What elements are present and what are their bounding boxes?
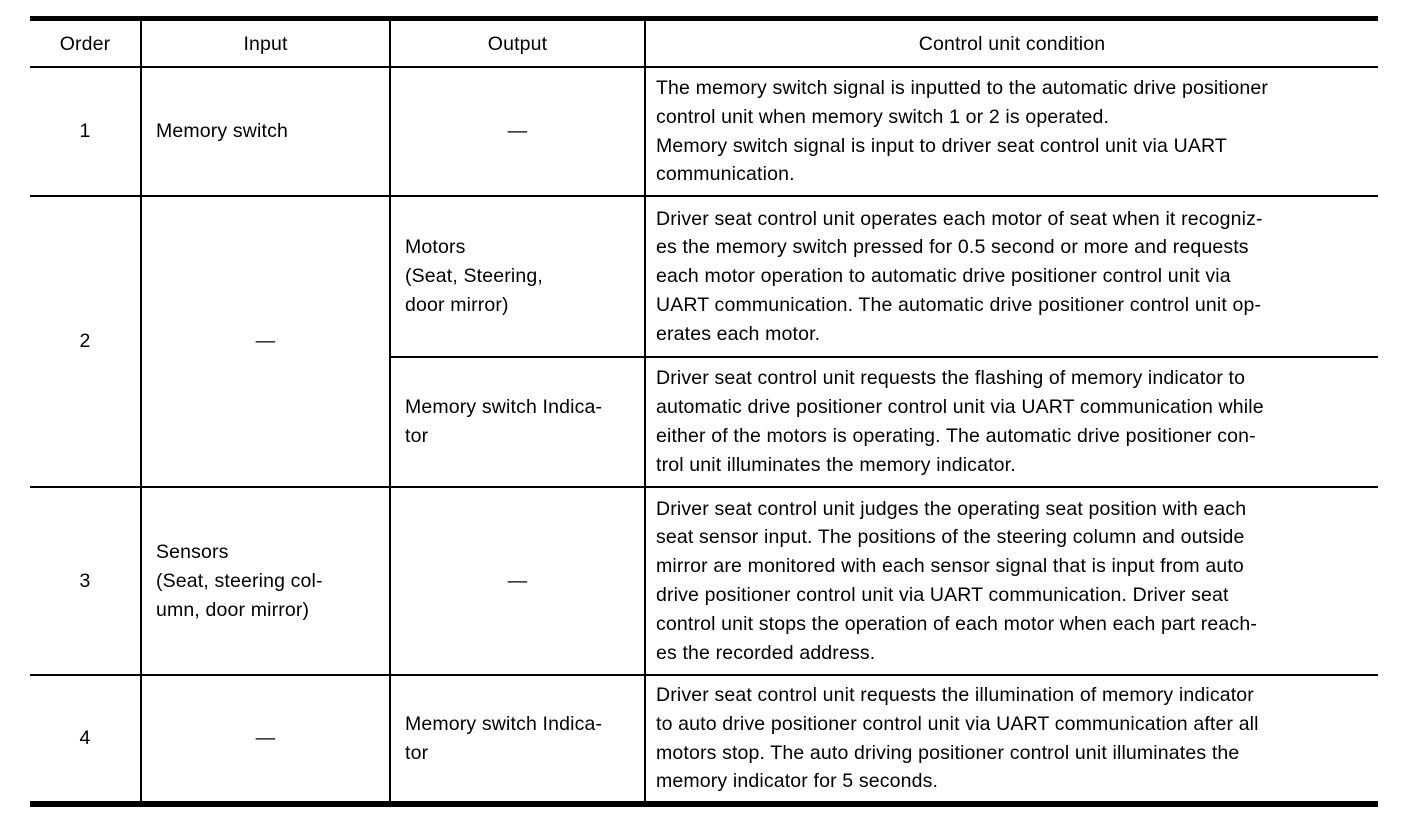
table-row: 3 Sensors (Seat, steering col- umn, door… xyxy=(30,486,1378,676)
condition-cell: Driver seat control unit requests the il… xyxy=(644,673,1378,806)
order-cell: 1 xyxy=(30,66,142,197)
output-cell: — xyxy=(389,66,646,197)
condition-cell: Driver seat control unit operates each m… xyxy=(644,195,1378,358)
header-condition: Control unit condition xyxy=(644,17,1378,68)
table-row: 2 — Motors (Seat, Steering, door mirror)… xyxy=(30,195,1378,488)
header-output: Output xyxy=(389,17,646,68)
header-order: Order xyxy=(30,17,142,68)
input-cell: — xyxy=(140,195,391,488)
condition-cell: Driver seat control unit judges the oper… xyxy=(644,486,1378,676)
control-unit-condition-table: Order Input Output Control unit conditio… xyxy=(30,16,1378,808)
order-cell: 4 xyxy=(30,673,142,806)
input-cell: Memory switch xyxy=(140,66,391,197)
output-cell: Memory switch Indica- tor xyxy=(389,356,646,488)
input-cell: Sensors (Seat, steering col- umn, door m… xyxy=(140,486,391,676)
output-cell: Motors (Seat, Steering, door mirror) xyxy=(389,195,646,358)
order-cell: 2 xyxy=(30,195,142,488)
input-cell: — xyxy=(140,673,391,806)
condition-cell: Driver seat control unit requests the fl… xyxy=(644,356,1378,488)
order-cell: 3 xyxy=(30,486,142,676)
output-cell: Memory switch Indica- tor xyxy=(389,673,646,806)
header-input: Input xyxy=(140,17,391,68)
output-cell: — xyxy=(389,486,646,676)
table-subrow: Memory switch Indica- tor Driver seat co… xyxy=(30,356,1378,488)
condition-cell: The memory switch signal is inputted to … xyxy=(644,66,1378,197)
table-row: 1 Memory switch — The memory switch sign… xyxy=(30,66,1378,197)
table-row: 4 — Memory switch Indica- tor Driver sea… xyxy=(30,673,1378,806)
header-row: Order Input Output Control unit conditio… xyxy=(30,17,1378,68)
